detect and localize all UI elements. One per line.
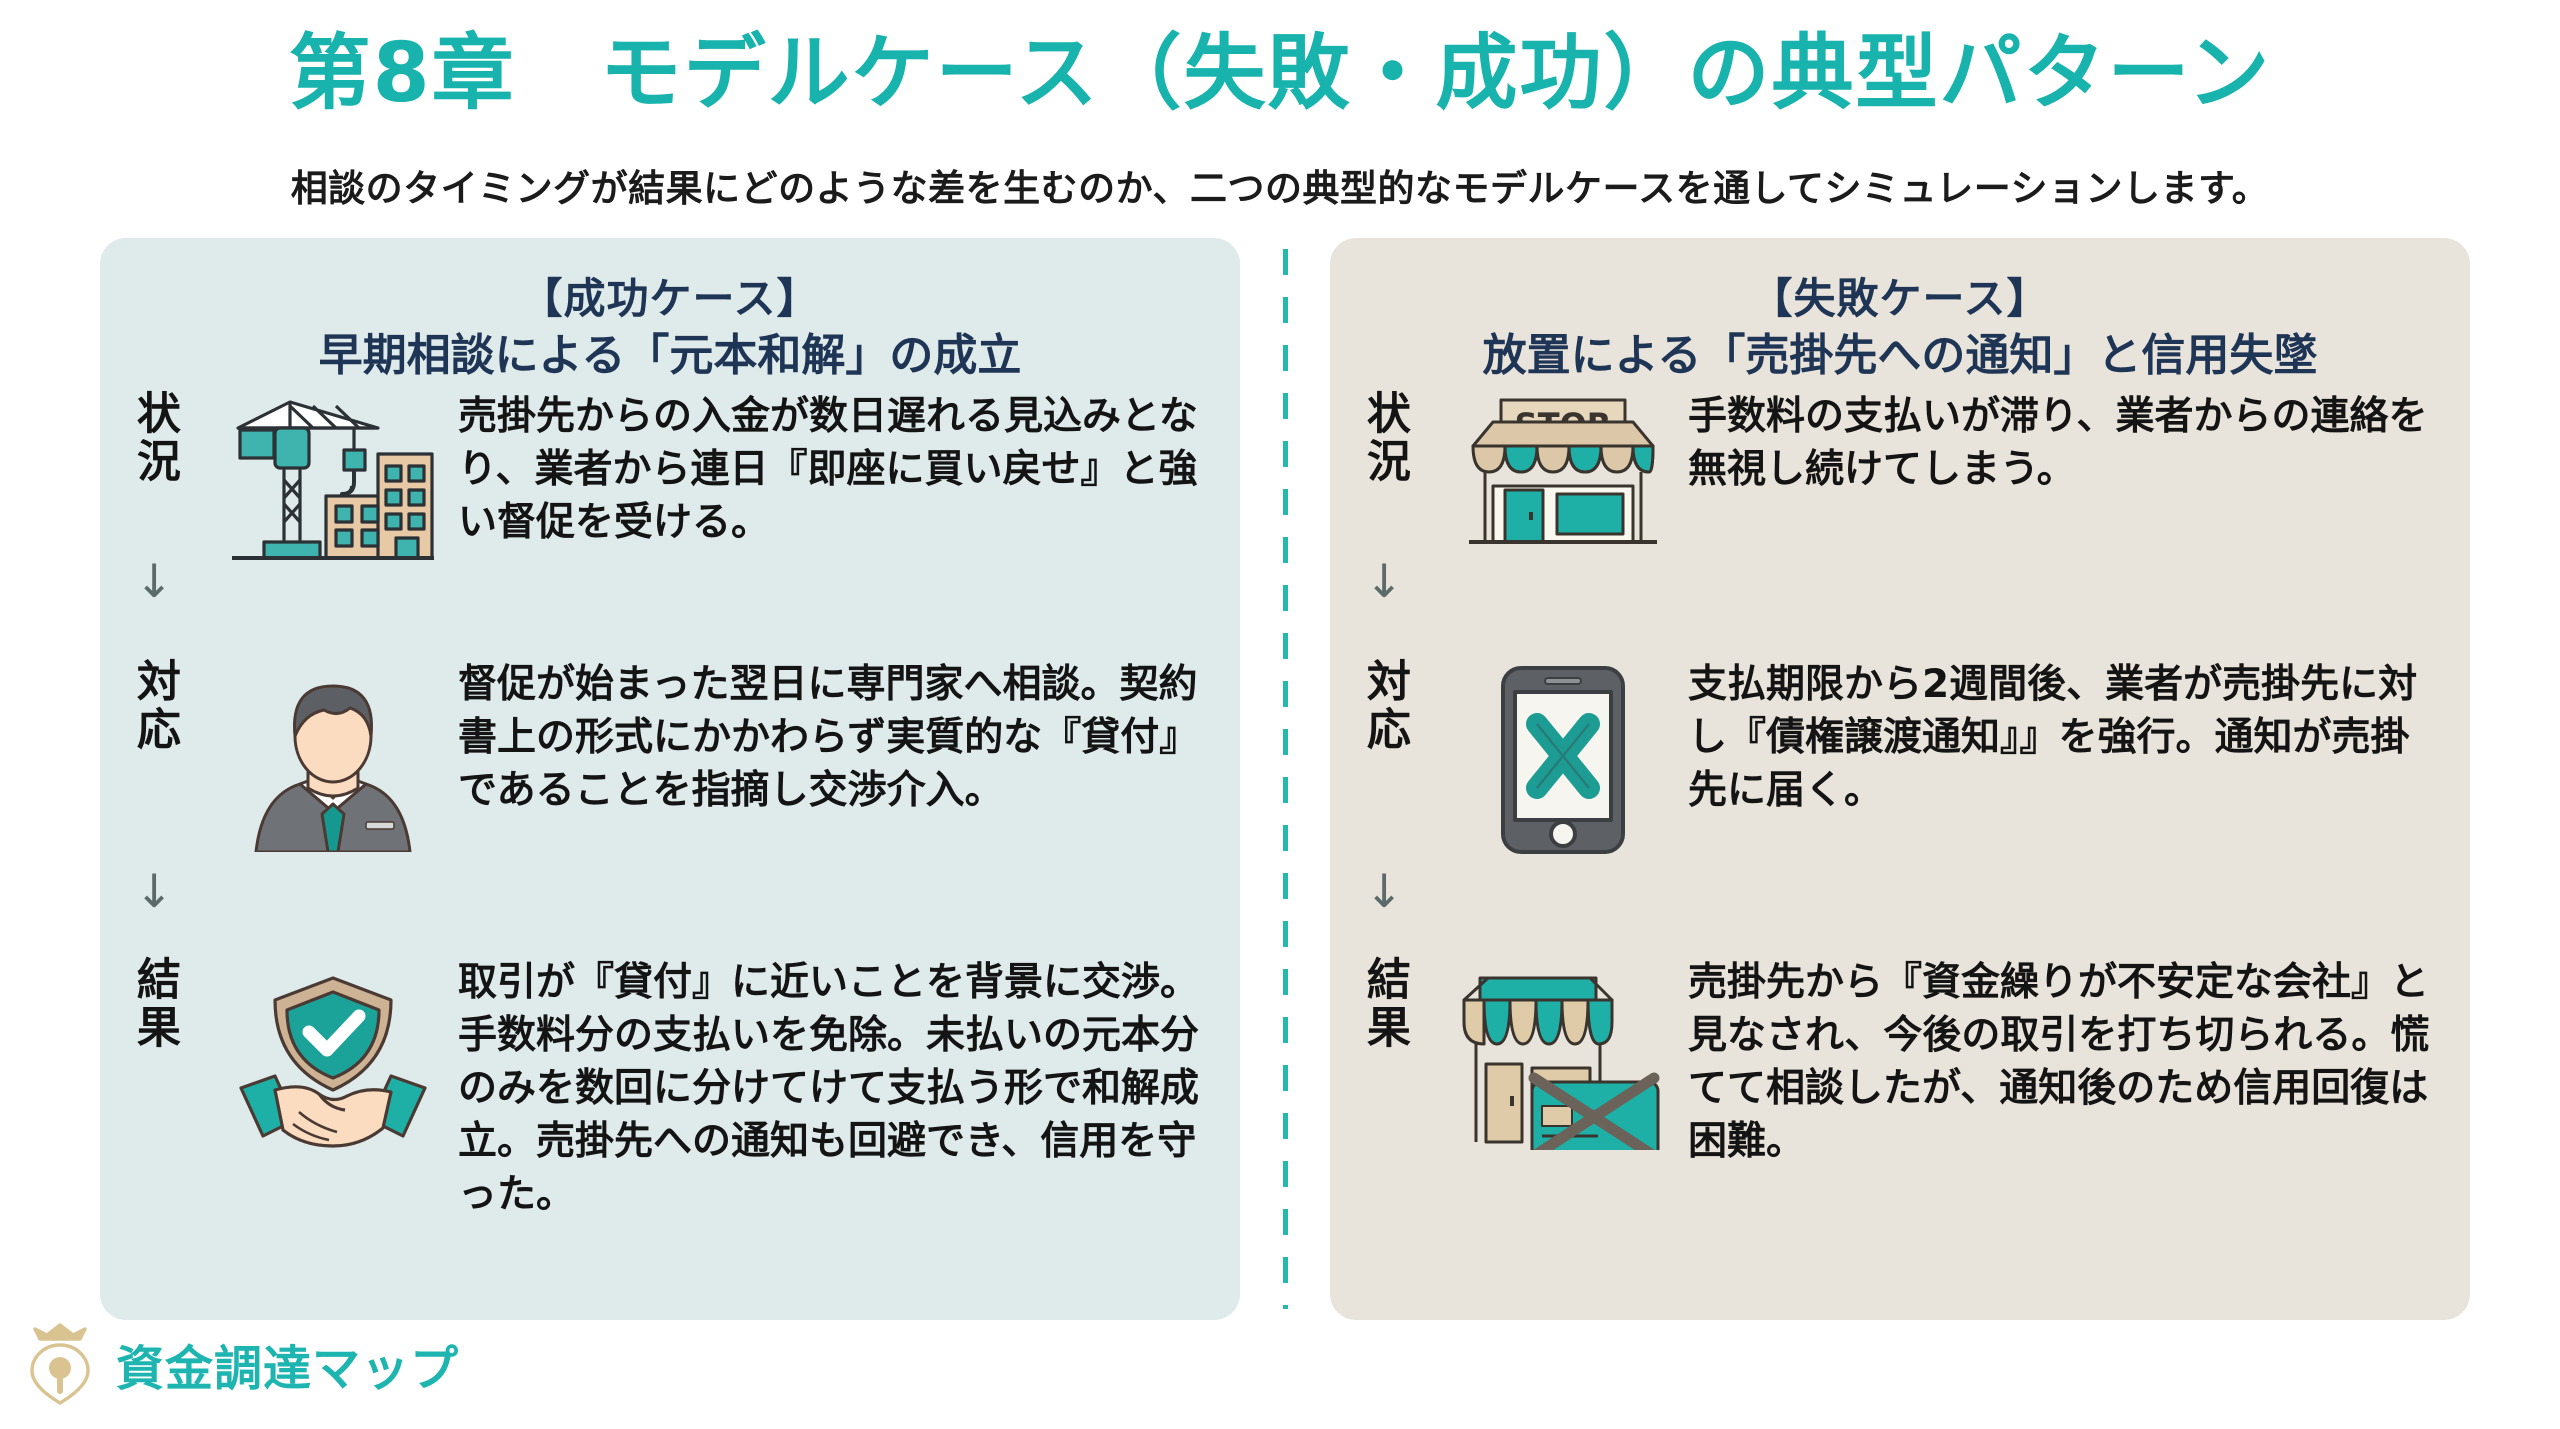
page-title: 第8章 モデルケース（失敗・成功）の典型パターン [288,26,2272,121]
success-row-situation: 状況 [100,390,1240,562]
stage-label-response: 対応 [128,657,180,754]
success-text-result: 取引が『貸付』に近いことを背景に交渉。手数料分の支払いを免除。未払いの元本分のみ… [458,959,1200,1217]
panel-failure-case: 【失敗ケース】 放置による「売掛先への通知」と信用失墜 状況 STOR [1330,238,2470,1320]
panel-success-heading-line2: 早期相談による「元本和解」の成立 [318,329,1022,381]
stage-label-situation: 状況 [128,389,180,486]
stage-label-response-fail: 対応 [1358,657,1410,754]
page-subtitle: 相談のタイミングが結果にどのような差を生むのか、二つの典型的なモデルケースを通し… [290,167,2270,210]
panel-success-heading: 【成功ケース】 早期相談による「元本和解」の成立 [100,238,1240,384]
divider-dashed-line [1282,249,1288,1309]
crown-location-pin-icon [30,1323,90,1405]
failure-row-response: 対応 [1330,658,2470,858]
icon-col-situation [208,390,458,562]
shield-check-handshake-icon [239,976,427,1148]
icon-col-response [208,658,458,852]
panel-failure-heading: 【失敗ケース】 放置による「売掛先への通知」と信用失墜 [1330,238,2470,384]
stage-label-situation-fail: 状況 [1358,389,1410,486]
stage-col-response: 対応 [100,658,208,754]
panel-success-case: 【成功ケース】 早期相談による「元本和解」の成立 状況 [100,238,1240,1320]
icon-col-result [208,956,458,1160]
stage-col-result-fail: 結果 [1330,956,1438,1052]
panel-success-body: 状況 [100,390,1240,1230]
panel-failure-heading-line2: 放置による「売掛先への通知」と信用失墜 [1482,329,2318,381]
shop-card-cancelled-icon [1462,976,1660,1150]
success-row-response: 対応 [100,658,1240,852]
arrow-response-to-result: ↓ [134,863,174,918]
smartphone-x-icon [1501,665,1625,854]
storefront-icon: STOR [1469,398,1657,544]
footer-logo: 資金調達マップ [22,1323,459,1405]
arrow-response-to-result-fail: ↓ [1364,863,1404,918]
panel-failure-body: 状況 STOR [1330,390,2470,1230]
arrow-situation-to-response: ↓ [134,553,174,608]
businessman-consultant-icon [254,684,412,852]
stage-col-response-fail: 対応 [1330,658,1438,754]
stage-label-result-fail: 結果 [1358,955,1410,1052]
failure-row-result: 結果 [1330,956,2470,1168]
panel-failure-heading-line1: 【失敗ケース】 [1750,274,2050,323]
failure-text-response: 支払期限から2週間後、業者が売掛先に対し『債権譲渡通知』』を強行。通知が売掛先に… [1688,661,2418,813]
panel-divider [1240,238,1330,1320]
success-text-response: 督促が始まった翌日に専門家へ相談。契約書上の形式にかかわらず実質的な『貸付』であ… [458,661,1199,813]
stage-col-result: 結果 [100,956,208,1052]
success-row-result: 結果 [100,956,1240,1221]
failure-text-result: 売掛先から『資金繰りが不安定な会社』と見なされ、今後の取引を打ち切られる。慌てて… [1688,959,2430,1164]
icon-col-result-fail [1438,956,1688,1150]
success-text-situation: 売掛先からの入金が数日遅れる見込みとなり、業者から連日『即座に買い戻せ』と強い督… [458,393,1198,545]
stage-col-situation-fail: 状況 [1330,390,1438,486]
icon-col-response-fail [1438,658,1688,858]
footer-logo-text: 資金調達マップ [116,1341,460,1397]
stage-label-result: 結果 [128,955,180,1052]
arrow-situation-to-response-fail: ↓ [1364,553,1404,608]
failure-row-situation: 状況 STOR [1330,390,2470,544]
construction-crane-building-icon [232,400,434,560]
failure-text-situation: 手数料の支払いが滞り、業者からの連絡を無視し続けてしまう。 [1688,393,2428,492]
stage-col-situation: 状況 [100,390,208,486]
icon-col-situation-fail: STOR [1438,390,1688,544]
panels-container: 【成功ケース】 早期相談による「元本和解」の成立 状況 [100,238,2470,1320]
panel-success-heading-line1: 【成功ケース】 [520,274,820,323]
